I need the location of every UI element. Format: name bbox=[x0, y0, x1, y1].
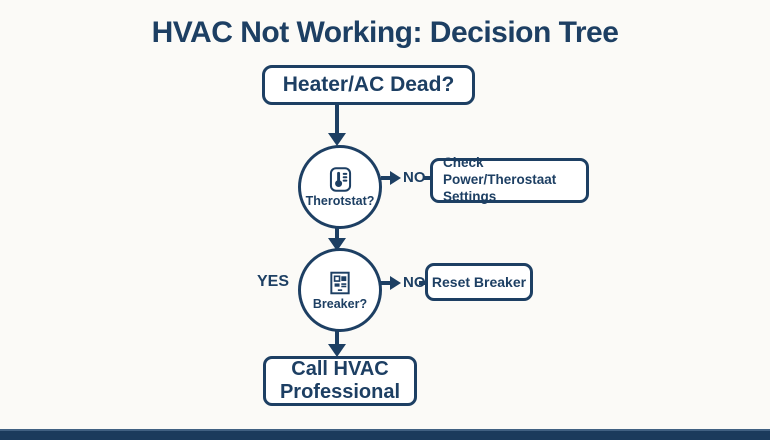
node-thermostat-label: Therotstat? bbox=[305, 194, 375, 208]
arrow-root-to-thermostat-line bbox=[335, 104, 339, 134]
node-thermostat-decision: Therotstat? bbox=[298, 145, 382, 229]
arrow-breaker-to-final-line bbox=[335, 330, 339, 345]
node-call-professional: Call HVAC Professional bbox=[263, 356, 417, 406]
edge-label-no-2: NO bbox=[403, 274, 426, 291]
arrow-breaker-no-line bbox=[381, 281, 391, 285]
footer-accent-bar bbox=[0, 429, 770, 440]
node-check-power-label: Check Power/Therostaat Settings bbox=[443, 155, 557, 204]
node-reset-breaker: Reset Breaker bbox=[425, 263, 533, 301]
node-check-power: Check Power/Therostaat Settings bbox=[430, 155, 589, 204]
arrow-thermostat-no-line bbox=[381, 176, 391, 180]
node-breaker-label: Breaker? bbox=[312, 296, 368, 311]
arrow-thermostat-to-breaker-line bbox=[335, 227, 339, 239]
arrow-thermostat-no-head bbox=[390, 171, 401, 185]
thermometer-icon bbox=[327, 166, 354, 193]
node-call-professional-label: Call HVAC Professional bbox=[279, 358, 401, 403]
node-heater-ac-dead: Heater/AC Dead? bbox=[262, 65, 475, 105]
node-heater-ac-dead-label: Heater/AC Dead? bbox=[282, 73, 455, 96]
arrow-root-to-thermostat-head bbox=[328, 133, 346, 146]
arrow-thermostat-to-breaker-head bbox=[328, 238, 346, 251]
arrow-breaker-to-final-head bbox=[328, 344, 346, 357]
node-reset-breaker-label: Reset Breaker bbox=[431, 274, 527, 290]
arrow-no1-to-action-line bbox=[423, 176, 432, 180]
arrow-breaker-no-head bbox=[390, 276, 401, 290]
edge-label-yes: YES bbox=[257, 273, 290, 290]
breaker-panel-icon bbox=[327, 270, 353, 296]
arrow-no2-to-action-line bbox=[419, 281, 427, 285]
page-title: HVAC Not Working: Decision Tree bbox=[151, 16, 619, 49]
edge-label-no-1: NO bbox=[403, 169, 426, 186]
node-breaker-decision: Breaker? bbox=[298, 248, 382, 332]
